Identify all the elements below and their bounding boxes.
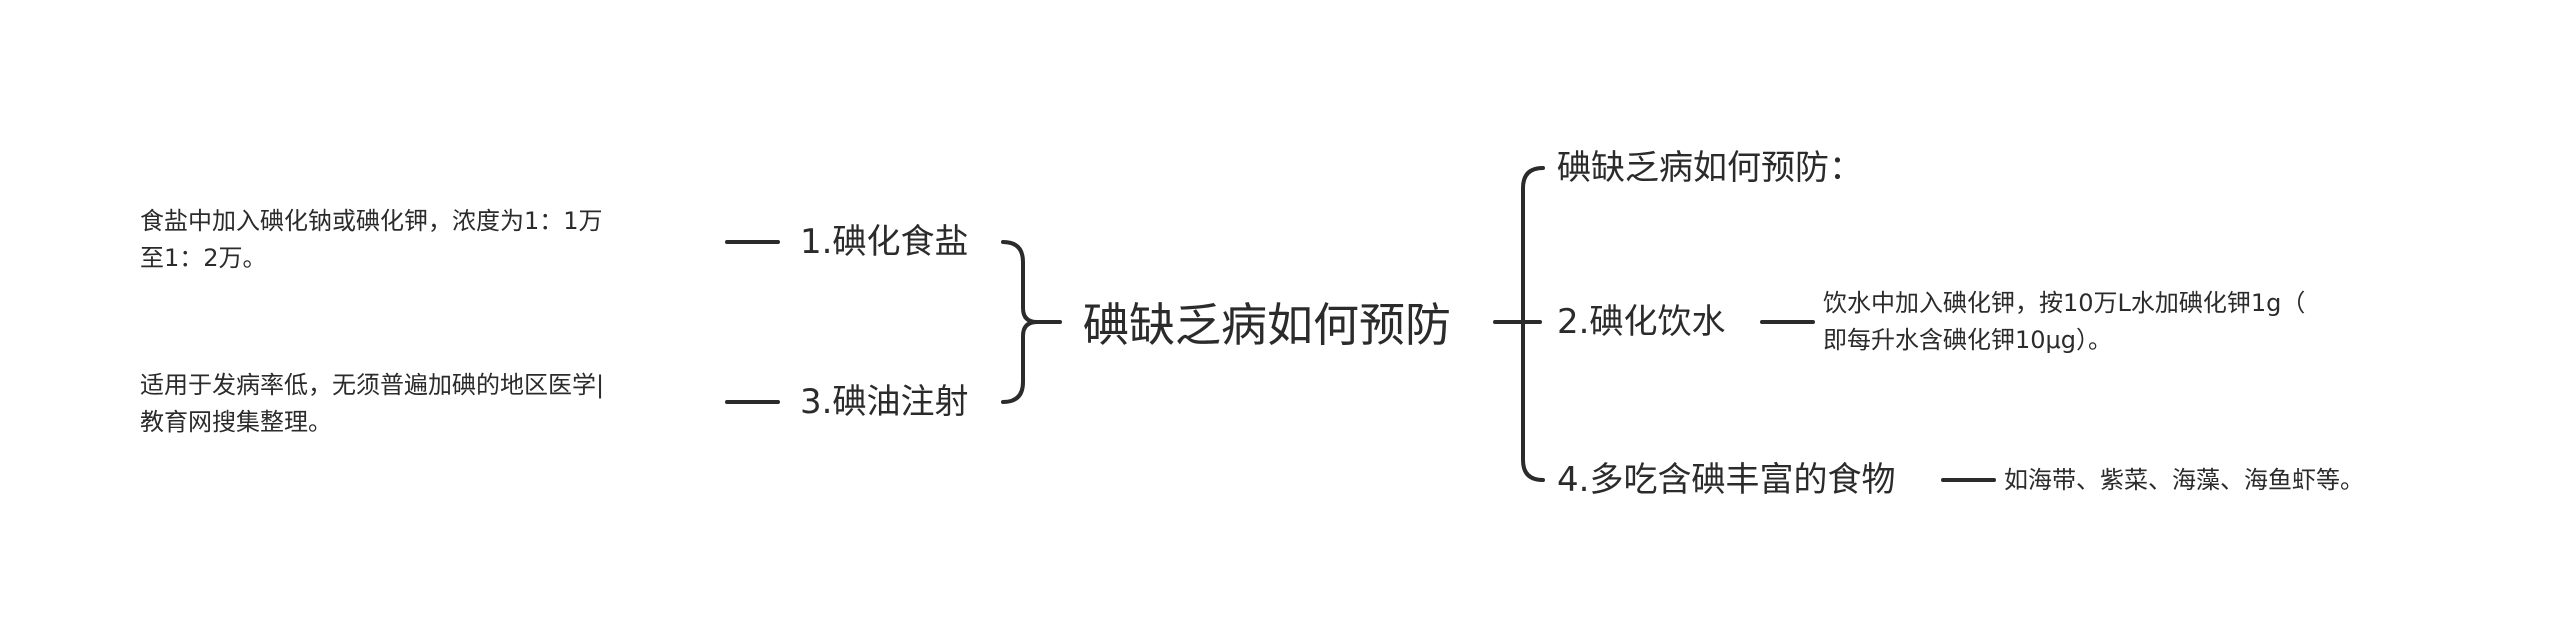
- branch-iodized-salt: 1.碘化食盐: [800, 222, 969, 262]
- detail-iodine-rich-food: 如海带、紫菜、海藻、海鱼虾等。: [2004, 466, 2364, 494]
- detail-line: 教育网搜集整理。: [140, 408, 332, 436]
- branch-iodine-rich-food: 4.多吃含碘丰富的食物: [1557, 460, 1896, 500]
- detail-line: 适用于发病率低，无须普遍加碘的地区医学|: [140, 371, 605, 399]
- branch-iodized-water: 2.碘化饮水: [1557, 302, 1726, 342]
- detail-line: 至1：2万。: [140, 244, 267, 272]
- detail-line: 食盐中加入碘化钠或碘化钾，浓度为1：1万: [140, 207, 603, 235]
- left-bracket: [1001, 240, 1039, 404]
- root-topic: 碘缺乏病如何预防: [1083, 298, 1451, 352]
- branch-prevention-heading: 碘缺乏病如何预防：: [1557, 148, 1863, 188]
- detail-iodized-salt: 食盐中加入碘化钠或碘化钾，浓度为1：1万 至1：2万。: [140, 203, 603, 277]
- detail-iodized-water: 饮水中加入碘化钾，按10万L水加碘化钾1g（ 即每升水含碘化钾10μg）。: [1823, 285, 2305, 359]
- branch-iodized-oil-injection: 3.碘油注射: [800, 382, 969, 422]
- detail-iodized-oil-injection: 适用于发病率低，无须普遍加碘的地区医学| 教育网搜集整理。: [140, 367, 604, 441]
- detail-line: 饮水中加入碘化钾，按10万L水加碘化钾1g（: [1823, 289, 2306, 317]
- detail-line: 即每升水含碘化钾10μg）。: [1823, 326, 2113, 354]
